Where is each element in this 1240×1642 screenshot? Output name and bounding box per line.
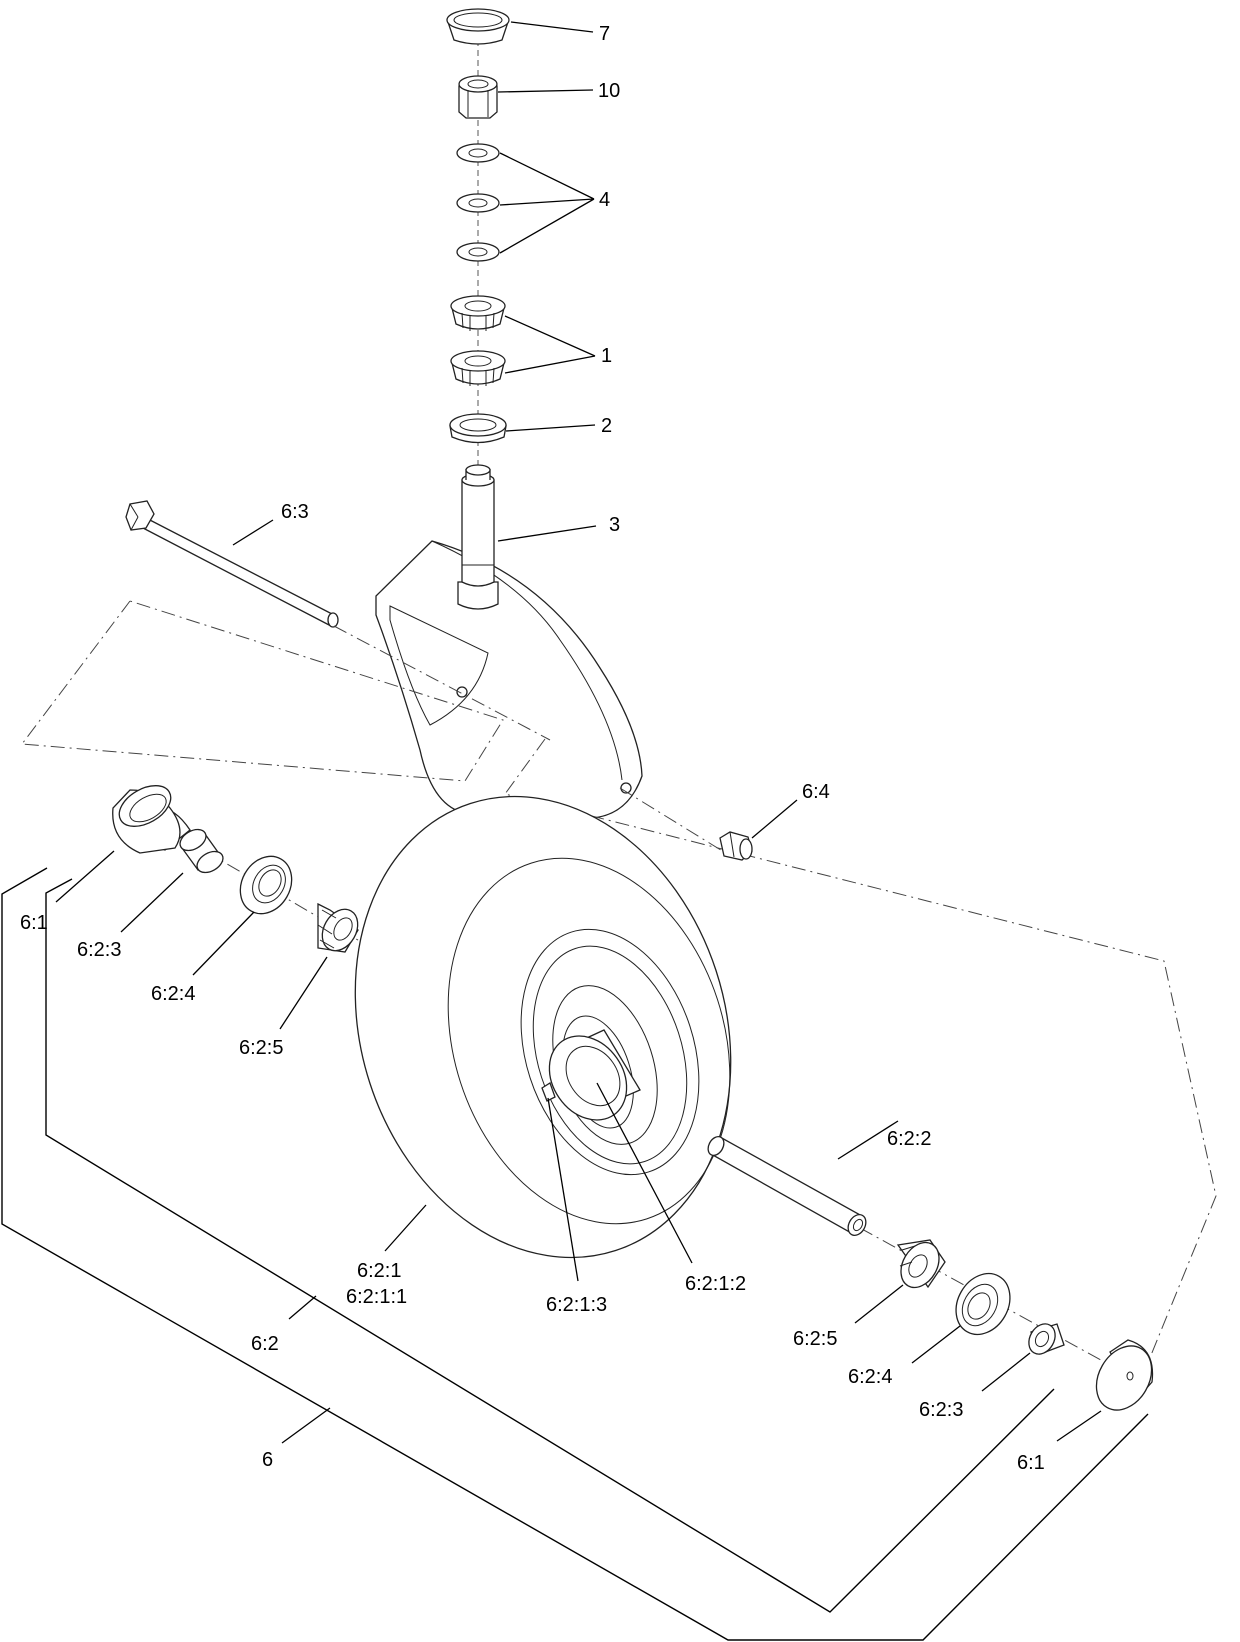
caster-fork — [375, 464, 643, 819]
hub-bore — [565, 1045, 621, 1107]
callout-6-2-4-left: 6:2:4 — [151, 983, 195, 1005]
leader-6 — [281, 1407, 331, 1444]
callout-6-2-1-2: 6:2:1:2 — [685, 1273, 746, 1295]
leader-6-2-5-left — [279, 956, 328, 1030]
dust-cap — [446, 8, 510, 45]
washer-bottom — [456, 242, 500, 262]
callout-6-1-left: 6:1 — [20, 912, 48, 934]
rim-lip — [532, 945, 688, 1165]
callout-6: 6 — [262, 1449, 273, 1471]
leader-3 — [497, 525, 597, 542]
bearing-cone-right — [896, 1239, 946, 1289]
leader-1b — [504, 355, 596, 374]
leader-2 — [505, 424, 596, 432]
lock-nut — [458, 75, 498, 119]
washer-top — [456, 143, 500, 163]
leader-6-2-1-2 — [596, 1082, 693, 1264]
leader-6-4 — [751, 799, 798, 839]
rim-outer — [520, 928, 700, 1176]
callout-7: 7 — [599, 23, 610, 45]
leader-6-2-1 — [384, 1204, 427, 1252]
leader-6-1-left — [55, 850, 115, 903]
leader-7 — [510, 21, 594, 33]
spacer-cap-left — [112, 785, 191, 854]
bracket-6-2 — [45, 878, 1055, 1613]
callout-6-2: 6:2 — [251, 1333, 279, 1355]
leader-6-2 — [288, 1295, 317, 1320]
callout-10: 10 — [598, 80, 620, 102]
spacer-cap-right — [1095, 1339, 1154, 1411]
grease-seal-right — [955, 1272, 1011, 1336]
leader-6-2-4-left — [192, 911, 255, 976]
washer-middle — [456, 193, 500, 213]
callout-6-2-1-1: 6:2:1:1 — [346, 1286, 407, 1308]
callout-6-4: 6:4 — [802, 781, 830, 803]
tire-outer — [354, 795, 732, 1259]
leader-6-2-1-3 — [547, 1097, 579, 1282]
callout-6-1-right: 6:1 — [1017, 1452, 1045, 1474]
leader-6-2-5-right — [854, 1284, 904, 1324]
callout-6-2-3-right: 6:2:3 — [919, 1399, 963, 1421]
leader-4b — [499, 198, 595, 206]
leader-6-2-3-right — [981, 1352, 1031, 1392]
leader-6-3 — [232, 519, 274, 546]
valve-stem — [541, 1082, 556, 1102]
callout-6-2-4-right: 6:2:4 — [848, 1366, 892, 1388]
bearing-cup — [449, 413, 507, 444]
callout-6-2-5-right: 6:2:5 — [793, 1328, 837, 1350]
leader-4c — [499, 198, 595, 254]
callout-6-2-1: 6:2:1 — [357, 1260, 401, 1282]
axle-nut — [719, 831, 753, 861]
leader-6-2-2 — [837, 1120, 899, 1160]
callout-6-2-2: 6:2:2 — [887, 1128, 931, 1150]
callout-4: 4 — [599, 189, 610, 211]
callout-6-3: 6:3 — [281, 501, 309, 523]
callout-2: 2 — [601, 415, 612, 437]
wheel-assembly — [354, 795, 732, 1259]
tapered-bearing-upper — [450, 295, 506, 331]
grease-seal-left — [239, 855, 293, 915]
leader-6-1-right — [1056, 1410, 1102, 1442]
bearing-cone-left — [317, 902, 359, 953]
seal-sleeve-right — [1028, 1323, 1065, 1355]
seal-sleeve-left — [179, 828, 224, 874]
tapered-bearing-lower — [450, 350, 506, 386]
axle-bolt — [125, 500, 339, 628]
callout-3: 3 — [609, 514, 620, 536]
callout-6-2-5-left: 6:2:5 — [239, 1037, 283, 1059]
leader-10 — [497, 89, 594, 93]
leader-1a — [504, 315, 596, 357]
leader-4a — [499, 152, 595, 200]
callout-1: 1 — [601, 345, 612, 367]
callout-6-2-1-3: 6:2:1:3 — [546, 1294, 607, 1316]
bracket-6 — [1, 867, 1149, 1641]
assembly-path-left — [21, 600, 504, 782]
leader-6-2-3-left — [120, 872, 184, 933]
axle-spacer-tube — [707, 1136, 867, 1236]
leader-6-2-4-right — [911, 1325, 961, 1364]
nut-axis — [619, 787, 725, 853]
assembly-path-right — [504, 738, 1217, 1361]
tire-sidewall — [447, 857, 731, 1225]
callout-6-2-3-left: 6:2:3 — [77, 939, 121, 961]
